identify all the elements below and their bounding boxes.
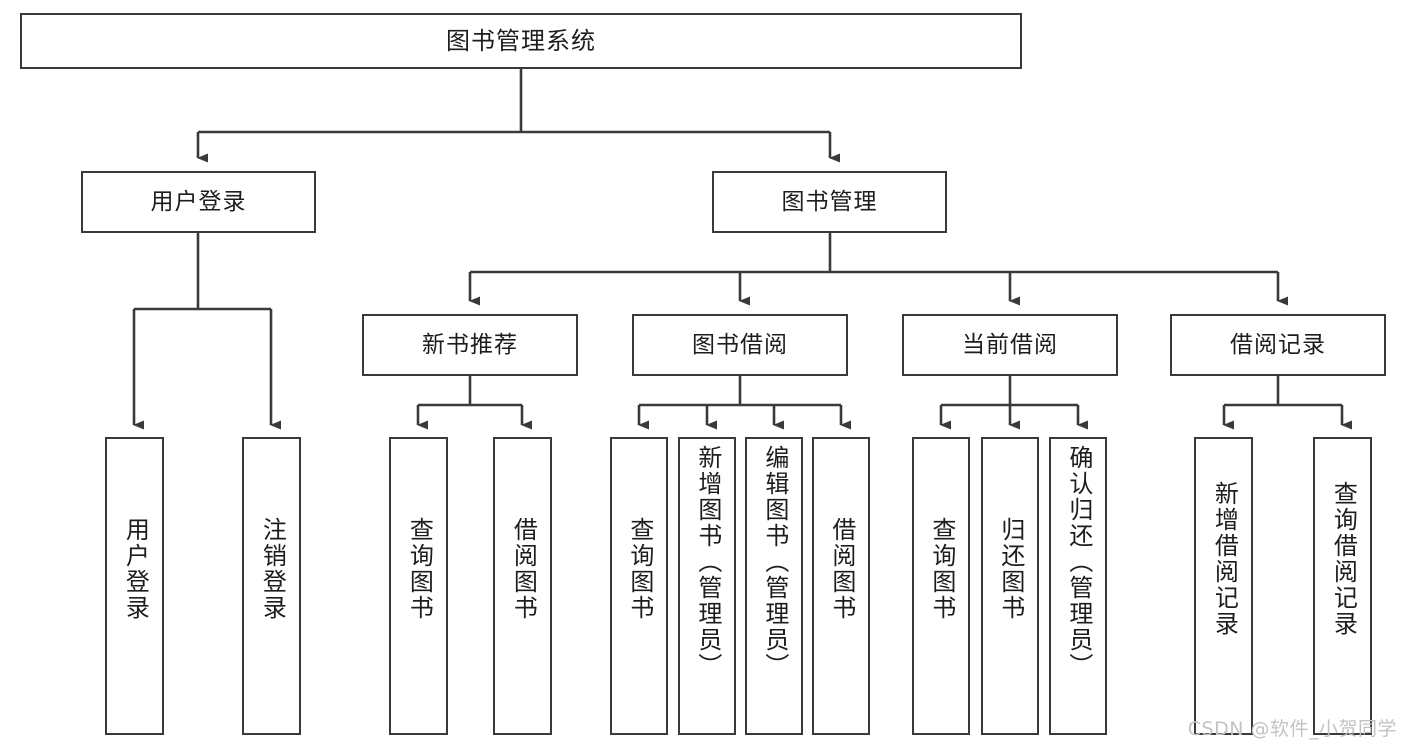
node-leaf-confirm-return-label: 确认归还（管理员）	[1064, 445, 1093, 679]
node-leaf-add-book-label: 新增图书（管理员）	[693, 445, 722, 679]
node-leaf-add-book[interactable]: 新增图书（管理员）	[678, 437, 736, 735]
node-book-borrow[interactable]: 图书借阅	[632, 314, 848, 376]
node-borrow-record-label: 借阅记录	[1230, 331, 1326, 358]
node-book-borrow-label: 图书借阅	[692, 331, 788, 358]
node-user-login-label: 用户登录	[150, 188, 247, 215]
node-current-borrow-label: 当前借阅	[962, 331, 1058, 358]
node-leaf-add-record[interactable]: 新增借阅记录	[1194, 437, 1253, 735]
node-leaf-query-book-1-label: 查询图书	[405, 517, 434, 621]
node-leaf-confirm-return[interactable]: 确认归还（管理员）	[1049, 437, 1107, 735]
node-leaf-logout-label: 注销登录	[258, 517, 287, 621]
node-user-login[interactable]: 用户登录	[81, 171, 316, 233]
node-leaf-query-book-3-label: 查询图书	[927, 517, 956, 621]
node-leaf-borrow-book-2[interactable]: 借阅图书	[812, 437, 870, 735]
node-leaf-query-book-1[interactable]: 查询图书	[389, 437, 448, 735]
node-leaf-query-record[interactable]: 查询借阅记录	[1313, 437, 1372, 735]
node-new-book-rec-label: 新书推荐	[422, 331, 518, 358]
node-leaf-edit-book[interactable]: 编辑图书（管理员）	[745, 437, 803, 735]
node-root[interactable]: 图书管理系统	[20, 13, 1022, 69]
node-book-manage-label: 图书管理	[781, 188, 878, 215]
node-leaf-logout[interactable]: 注销登录	[242, 437, 301, 735]
node-root-label: 图书管理系统	[446, 27, 596, 55]
node-leaf-borrow-book-1-label: 借阅图书	[509, 517, 538, 621]
node-book-manage[interactable]: 图书管理	[712, 171, 947, 233]
node-borrow-record[interactable]: 借阅记录	[1170, 314, 1386, 376]
node-leaf-borrow-book-2-label: 借阅图书	[827, 517, 856, 621]
node-new-book-rec[interactable]: 新书推荐	[362, 314, 578, 376]
node-leaf-return-book[interactable]: 归还图书	[981, 437, 1039, 735]
node-leaf-borrow-book-1[interactable]: 借阅图书	[493, 437, 552, 735]
node-leaf-return-book-label: 归还图书	[996, 517, 1025, 621]
watermark: CSDN @软件_小贺同学	[1187, 718, 1397, 740]
node-leaf-add-record-label: 新增借阅记录	[1210, 481, 1239, 637]
node-current-borrow[interactable]: 当前借阅	[902, 314, 1118, 376]
node-leaf-query-book-2[interactable]: 查询图书	[610, 437, 668, 735]
node-leaf-query-record-label: 查询借阅记录	[1329, 481, 1358, 637]
node-leaf-user-login[interactable]: 用户登录	[105, 437, 164, 735]
node-leaf-edit-book-label: 编辑图书（管理员）	[760, 445, 789, 679]
node-leaf-query-book-3[interactable]: 查询图书	[912, 437, 970, 735]
node-leaf-user-login-label: 用户登录	[121, 517, 150, 621]
node-leaf-query-book-2-label: 查询图书	[625, 517, 654, 621]
